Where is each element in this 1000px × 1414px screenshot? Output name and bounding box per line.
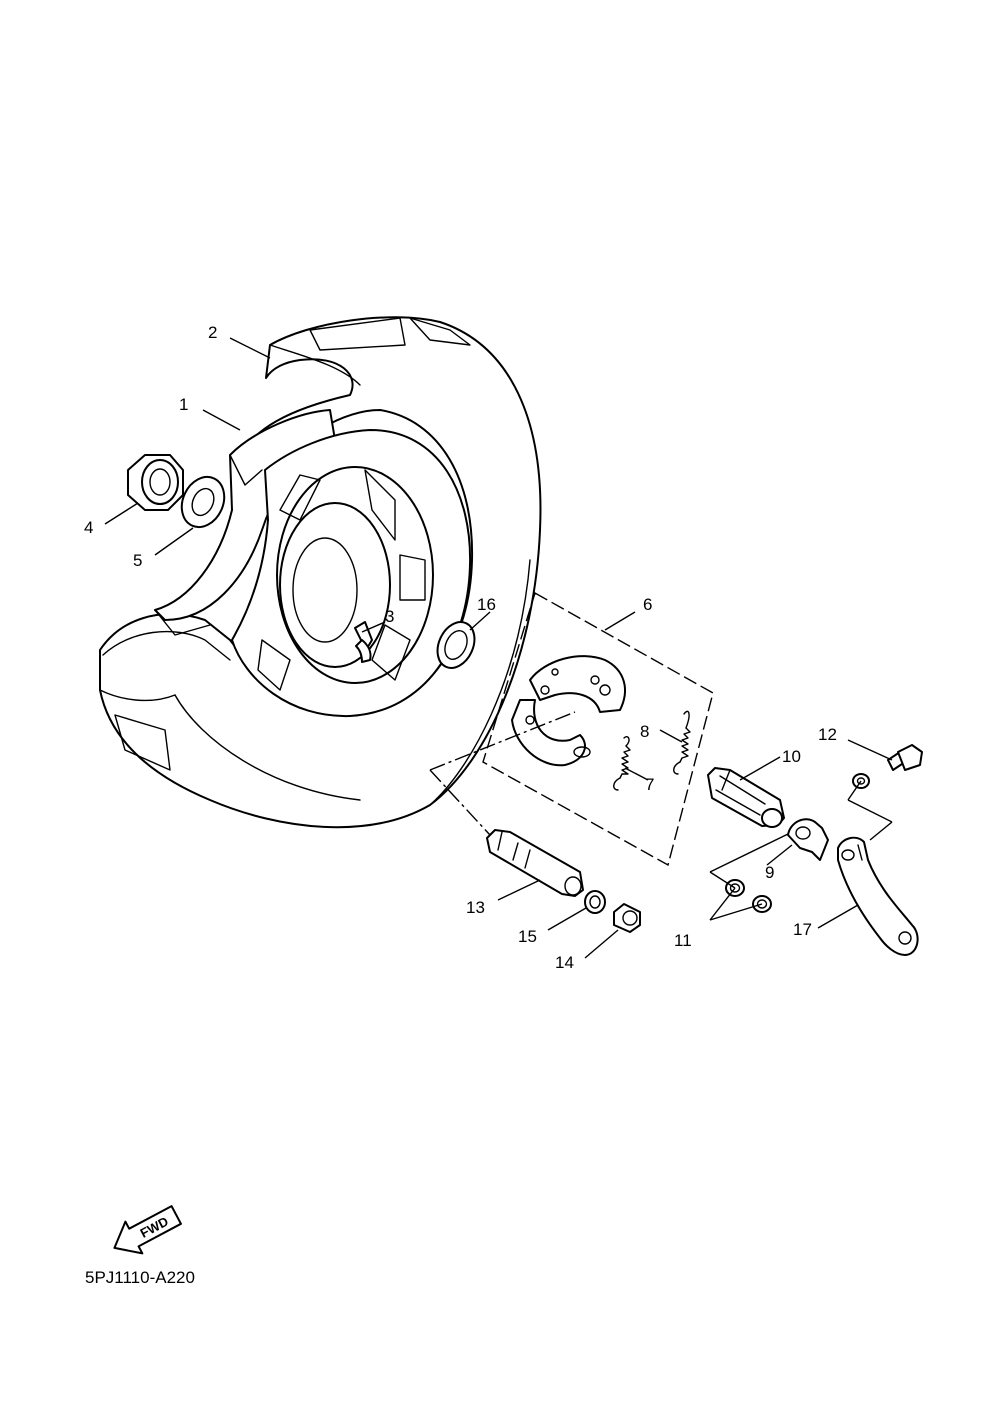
callout-9: 9 [765,863,774,882]
callout-14: 14 [555,953,574,972]
callout-3: 3 [385,607,394,626]
valve [354,621,373,663]
axle-nut [127,454,184,511]
brake-camshaft [707,767,785,828]
spring-7 [613,736,631,791]
callout-8: 8 [640,722,649,741]
callout-5: 5 [133,551,142,570]
brake-shoe-kit-box [482,591,714,867]
callout-15: 15 [518,927,537,946]
callout-1: 1 [179,395,188,414]
wheel-rim [154,409,472,718]
callout-7: 7 [645,775,654,794]
bolt [887,744,923,771]
callout-17: 17 [793,920,812,939]
wear-indicator [787,818,829,861]
axle-washer [584,890,606,914]
callout-10: 10 [782,747,801,766]
callout-13: 13 [466,898,485,917]
washer [180,475,226,529]
spring-8 [673,710,691,775]
callout-11: 11 [674,931,692,950]
o-ring-washers [725,879,772,913]
callout-6: 6 [643,595,652,614]
callout-4: 4 [84,518,93,537]
oil-seal [436,621,476,669]
tire [99,316,542,829]
diagram-code: 5PJ1110-A220 [85,1268,195,1287]
collar [613,903,641,933]
assembly-lines [429,711,893,921]
brake-shoes [511,655,626,767]
leader-lines [104,337,893,959]
axle [486,829,584,897]
callout-2: 2 [208,323,217,342]
callout-12: 12 [818,725,837,744]
callouts: 2 1 3 4 5 6 16 7 8 10 9 12 13 15 14 11 1… [84,323,837,972]
brake-lever [837,836,919,956]
callout-16: 16 [477,595,496,614]
fwd-arrow: FWD [113,1205,182,1255]
